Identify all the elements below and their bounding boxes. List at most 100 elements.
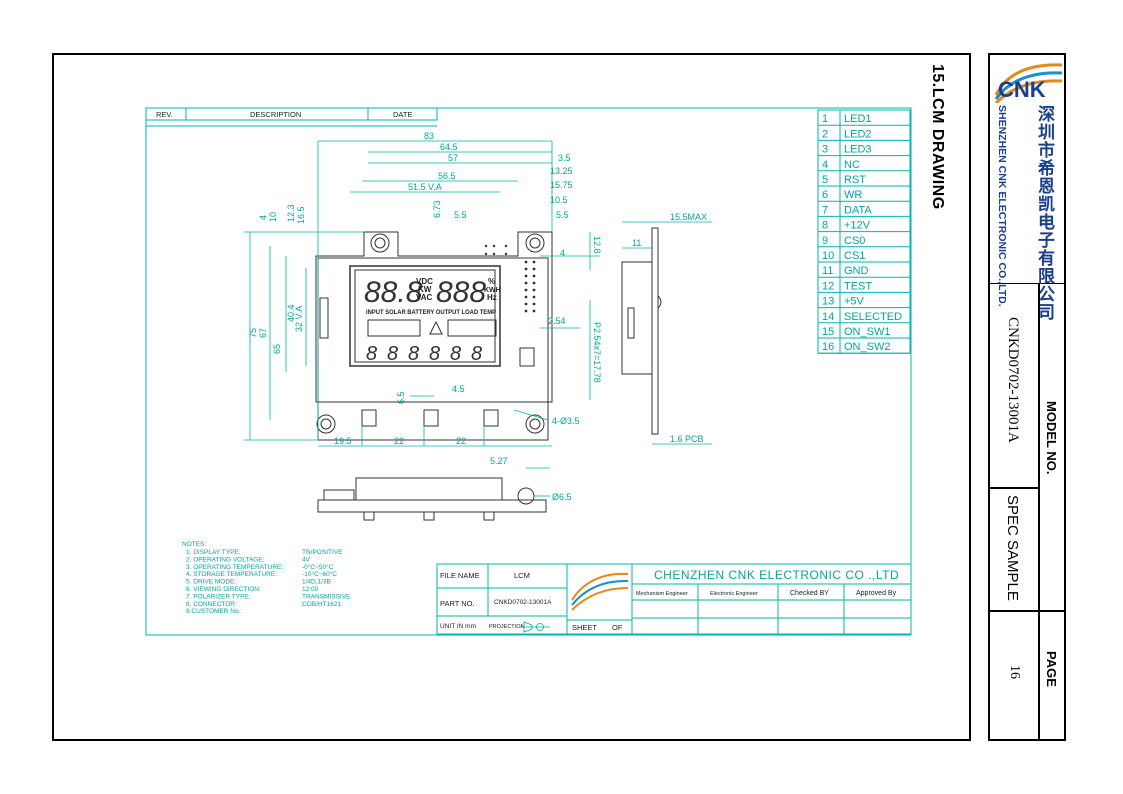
- lcd-unit-kw: KW: [418, 285, 432, 294]
- note-value: TN/POSITIVE: [302, 549, 343, 556]
- pin-number: 14: [822, 311, 834, 323]
- connector-pin: [524, 281, 528, 285]
- dimension-texts: 83 64.5 57 56.5 51.5 V.A 3.5 13.25 15.75…: [248, 131, 707, 502]
- connector-pin: [532, 295, 536, 299]
- pin-number: 1: [822, 113, 828, 125]
- dim-15-5-max: 15.5MAX: [670, 212, 707, 222]
- connector-pin: [524, 302, 528, 306]
- dim-3-5: 3.5: [558, 153, 571, 163]
- dim-10-5: 10.5: [550, 195, 568, 205]
- role-mechanism: Mechanism Engineer: [636, 591, 688, 597]
- note-value: -10°C~60°C: [302, 570, 337, 578]
- company-block: CNK 深圳市希恩凯电子有限公司 SHENZHEN CNK ELECTRONIC…: [990, 55, 1064, 321]
- pin-name: CS0: [844, 235, 865, 247]
- role-electronic: Electronic Engineer: [710, 591, 758, 597]
- lcd-bottom-digit: 8: [429, 343, 440, 365]
- spec-value: SPEC SAMPLE: [1004, 495, 1021, 601]
- pin-name: WR: [844, 189, 862, 201]
- pin-name: LED2: [844, 128, 872, 140]
- pin-name: CS1: [844, 250, 865, 262]
- pin-number: 10: [822, 250, 834, 262]
- note-label: 3. OPERATING TEMPERATURE:: [186, 564, 283, 571]
- dim-32: 32 V.A: [294, 306, 304, 332]
- connector-pin: [532, 267, 536, 271]
- connector-pin: [524, 288, 528, 292]
- via-pin: [492, 244, 496, 248]
- note-label: 5. DRIVE MODE:: [186, 579, 236, 586]
- dim-64-5: 64.5: [440, 142, 458, 152]
- pcb-front: [315, 231, 553, 441]
- dim-11: 11: [632, 238, 641, 248]
- title-block-logo: [571, 572, 629, 611]
- dim-15-75: 15.75: [550, 180, 573, 190]
- dim-83: 83: [424, 131, 434, 141]
- pin-name: +12V: [844, 220, 871, 232]
- lcd-bottom-digit: 8: [387, 343, 398, 365]
- lcd-unit-kwh: KWH: [484, 287, 501, 294]
- dim-19-5: 19.5: [334, 436, 352, 446]
- connector-pin: [532, 260, 536, 264]
- lcd-bottom-digit: 8: [408, 343, 419, 365]
- connector-pin: [532, 309, 536, 313]
- dim-40-4: 40.4: [286, 304, 296, 322]
- dim-6-5: 6.5: [396, 391, 406, 404]
- dim-22-b: 22: [456, 436, 466, 446]
- lcd-unit-vdc: VDC: [416, 277, 433, 286]
- drawing-frame: [52, 53, 971, 741]
- pin-name: ON_SW1: [844, 326, 890, 338]
- company-cn-name: 深圳市希恩凯电子有限公司: [1034, 105, 1054, 321]
- lcd-bottom-digit: 8: [471, 343, 482, 365]
- dim-4-left: 4: [258, 215, 268, 220]
- dim-2-54: 2.54: [548, 316, 566, 326]
- pin-number: 8: [822, 220, 828, 232]
- model-value: CNKD0702-13001A: [1005, 317, 1021, 443]
- note-value: TRANSMISSIVE: [302, 593, 351, 600]
- dim-75: 75: [248, 328, 258, 338]
- connector-pin: [532, 274, 536, 278]
- note-label: 4. STORAGE TEMPERATURE:: [186, 571, 277, 578]
- dim-22-a: 22: [394, 436, 404, 446]
- dim-6-73: 6.73: [432, 200, 442, 218]
- via-pin: [484, 244, 488, 248]
- via-pin: [504, 252, 508, 256]
- pin-number: 13: [822, 296, 834, 308]
- company-en-name: SHENZHEN CNK ELECTRONIC CO.,LTD.: [996, 105, 1008, 307]
- dim-4-phi: 4-Ø3.5: [552, 416, 580, 426]
- description-header: DESCRIPTION: [250, 110, 301, 119]
- pin-number: 6: [822, 189, 828, 201]
- dim-56-5: 56.5: [438, 171, 456, 181]
- model-label: MODEL NO.: [1044, 401, 1059, 475]
- pin-name: TEST: [844, 280, 872, 292]
- pin-number: 2: [822, 128, 828, 140]
- via-pin: [492, 252, 496, 256]
- dim-5-27: 5.27: [490, 456, 508, 466]
- pin-number: 4: [822, 159, 828, 171]
- sheet-border: [145, 107, 912, 636]
- part-no-label: PART NO.: [440, 599, 475, 608]
- lcd-unit-hz: Hz: [487, 293, 497, 302]
- dim-51-5: 51.5 V.A: [408, 182, 442, 192]
- lcd-unit-vac: VAC: [416, 293, 433, 302]
- connector-pin: [524, 295, 528, 299]
- pin-name: RST: [844, 174, 866, 186]
- company-line: CHENZHEN CNK ELECTRONIC CO .,LTD: [654, 568, 899, 582]
- dim-6-5-phi: Ø6.5: [552, 492, 572, 502]
- dim-67: 67: [258, 328, 268, 338]
- dim-13-25: 13.25: [550, 166, 573, 176]
- dim-4: 4: [560, 248, 565, 258]
- pin-number: 7: [822, 204, 828, 216]
- file-name-label: FILE NAME: [440, 571, 480, 580]
- connector-pin: [524, 267, 528, 271]
- page-value: 16: [1007, 665, 1022, 679]
- dim-57: 57: [448, 153, 458, 163]
- unit-label: UNIT IN mm: [440, 623, 476, 630]
- connector-pin: [524, 309, 528, 313]
- dim-65: 65: [272, 344, 282, 354]
- dimension-lines: [244, 140, 712, 497]
- rev-header: REV.: [156, 110, 173, 119]
- of-label: OF: [612, 623, 623, 632]
- dim-10: 10: [268, 212, 278, 222]
